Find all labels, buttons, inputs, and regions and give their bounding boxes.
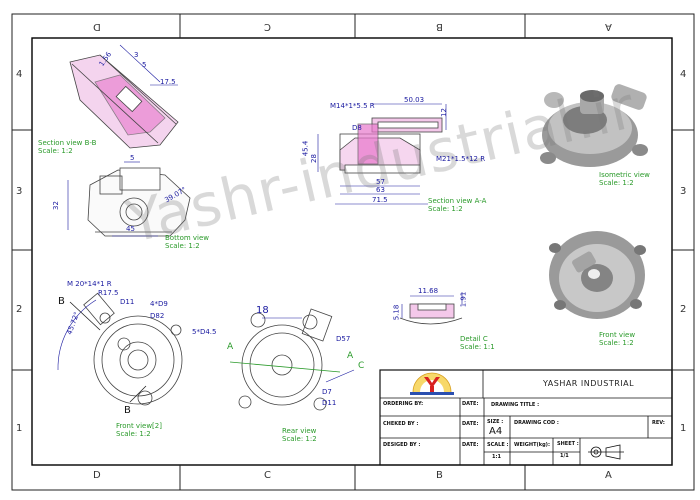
section-aa-title: Section view A-A [428,197,487,205]
dim-detail-11-68: 11.68 [418,287,439,295]
front-view-drawing [549,231,646,319]
rear-detail-c-marker: C [358,361,365,371]
dim-aa-12: 12 [439,108,448,117]
zone-row-left-3: 3 [16,186,23,197]
dim-front2-d11: D11 [120,298,135,306]
tb-drawing-cod: DRAWING COD : [514,420,559,426]
zone-row-right-3: 3 [680,186,687,197]
dim-front2-d82: D82 [150,312,165,320]
dim-rear-18: 18 [256,305,269,316]
dim-front2-r17-5: R17.5 [98,289,119,297]
detail-c-title: Detail C [460,335,488,343]
dim-bottom-45: 45 [126,225,135,233]
dim-aa-thread-m14: M14*1*5.5 R [330,102,375,110]
zone-col-bottom-d: D [93,470,101,481]
front-view2-drawing [57,292,183,406]
section-bb-scale: Scale: 1:2 [38,147,73,155]
tb-ordering-by: ORDERING BY: [383,401,424,407]
detail-c-scale: Scale: 1:1 [460,343,495,351]
front2-section-b-bottom: B [124,405,131,416]
section-bb-drawing [69,44,179,149]
dim-front2-5-d4-5: 5*D4.5 [192,328,217,336]
zone-row-right-2: 2 [680,304,687,315]
zone-col-top-c: C [264,21,271,32]
zone-row-right-1: 1 [680,423,687,434]
zone-ticks [12,14,694,490]
bottom-view-scale: Scale: 1:2 [165,242,200,250]
dim-bb-17-5: 17.5 [160,78,176,86]
rear-view-scale: Scale: 1:2 [282,435,317,443]
dim-aa-71-5: 71.5 [372,196,388,204]
zone-row-right-4: 4 [680,69,687,80]
bottom-view-title: Bottom view [165,234,210,242]
tb-scale-value: 1:1 [492,454,501,460]
tb-rev: REV: [652,420,665,426]
zone-col-top-a: A [605,21,612,32]
dim-bottom-32: 32 [51,201,60,210]
tb-size-value: A4 [489,426,503,437]
section-aa-scale: Scale: 1:2 [428,205,463,213]
dim-aa-28: 28 [309,154,318,163]
zone-col-bottom-b: B [436,470,443,481]
tb-size: SIZE : [487,419,504,425]
zone-row-left-4: 4 [16,69,23,80]
zone-col-top-d: D [93,21,101,32]
title-block-lines [379,369,673,466]
outer-border [11,13,695,491]
tb-date-3: DATE: [462,442,479,448]
tb-sheet: SHEET : [557,441,579,447]
dim-aa-50-03: 50.03 [404,96,425,104]
dim-aa-57: 57 [376,178,385,186]
tb-cheked-by: CHEKED BY : [383,421,419,427]
dim-aa-thread-m21: M21*1.5*12 R [436,155,486,163]
isometric-drawing [540,84,648,167]
section-bb-title: Section view B-B [38,139,97,147]
zone-col-bottom-a: A [605,470,612,481]
rear-section-a-right: A [347,351,354,361]
front2-section-b-top: B [58,296,65,307]
tb-drawing-title: DRAWING TITLE : [491,402,540,408]
rear-view-title: Rear view [282,427,317,435]
isometric-scale: Scale: 1:2 [599,179,634,187]
front-view-scale: Scale: 1:2 [599,339,634,347]
tb-date-1: DATE: [462,401,479,407]
inner-border [31,37,673,466]
dim-rear-d7: D7 [322,388,332,396]
tb-scale: SCALE : [487,442,509,448]
tb-sheet-value: 1/1 [560,453,569,459]
tb-desiged-by: DESIGED BY : [383,442,421,448]
dim-aa-d8: D8 [352,124,362,132]
company-name: YASHAR INDUSTRIAL [543,379,635,388]
dim-bb-5: 5 [142,61,147,69]
dim-bottom-5: 5 [130,154,135,162]
dim-detail-1-91: 1.91 [459,291,468,308]
detail-c-drawing [399,292,463,325]
bottom-view-drawing [67,161,191,237]
projection-symbol [588,444,624,460]
zone-col-bottom-c: C [264,470,271,481]
zone-col-top-b: B [436,21,443,32]
dim-bb-3: 3 [134,51,139,59]
dim-rear-d57: D57 [336,335,351,343]
dim-detail-5-18: 5.18 [392,304,401,321]
dim-aa-45-4: 45.4 [301,140,310,157]
tb-weight: WEIGHT(kg): [514,442,550,448]
zone-row-left-1: 1 [16,423,23,434]
isometric-title: Isometric view [599,171,650,179]
rear-view-drawing [229,308,355,411]
front-view2-title: Front view[2] [116,422,162,430]
dim-front2-4-d9: 4*D9 [150,300,168,308]
company-logo [410,372,454,395]
zone-row-left-2: 2 [16,304,23,315]
section-aa-drawing [317,103,447,205]
rear-section-a-left: A [227,342,234,352]
dim-aa-63: 63 [376,186,385,194]
dim-front2-thread-m20: M 20*14*1 R [67,280,112,288]
tb-date-2: DATE: [462,421,479,427]
front-view2-scale: Scale: 1:2 [116,430,151,438]
front-view-title: Front view [599,331,636,339]
dim-rear-d11: D11 [322,399,337,407]
